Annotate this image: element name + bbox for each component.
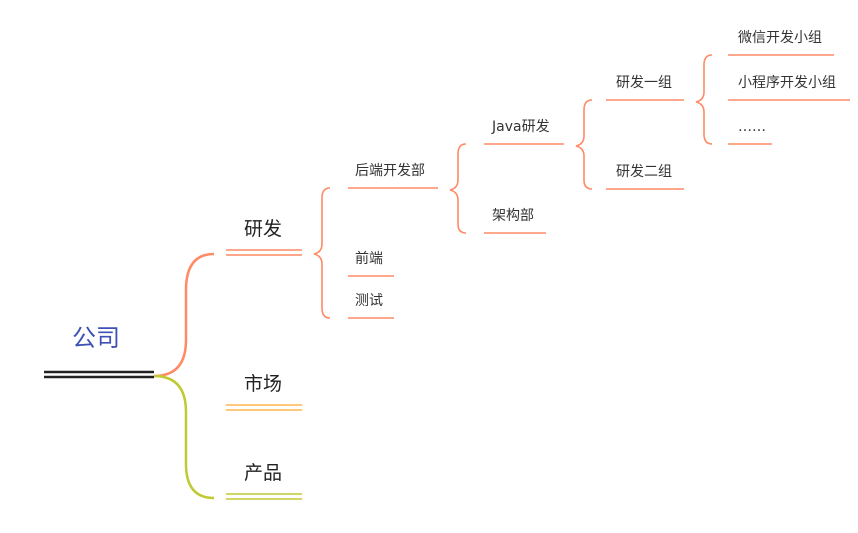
- product-underline: [226, 493, 302, 500]
- node-group1-label: 研发一组: [616, 75, 672, 91]
- branch-root-to-product: [153, 374, 215, 500]
- node-rd-label: 研发: [244, 218, 283, 240]
- node-miniprogram-label: 小程序开发小组: [738, 75, 836, 91]
- group1-children-bracket: [695, 54, 713, 145]
- node-wechat-label: 微信开发小组: [738, 30, 822, 46]
- market-underline: [226, 404, 302, 411]
- node-ellipsis-label: ……: [738, 119, 766, 135]
- root-node-label: 公司: [72, 324, 120, 352]
- node-frontend-label: 前端: [355, 251, 383, 267]
- node-backend-label: 后端开发部: [355, 163, 425, 179]
- node-market-label: 市场: [244, 373, 283, 395]
- rd-children-bracket: [313, 187, 331, 319]
- node-testing-label: 测试: [355, 293, 383, 309]
- node-java-label: Java研发: [492, 119, 550, 135]
- root-underline: [44, 370, 154, 379]
- branch-root-to-rd: [153, 252, 215, 378]
- node-product-label: 产品: [244, 462, 283, 484]
- rd-underline: [226, 249, 302, 256]
- node-architecture-label: 架构部: [492, 208, 534, 224]
- backend-children-bracket: [449, 143, 467, 234]
- java-children-bracket: [575, 99, 593, 190]
- node-group2-label: 研发二组: [616, 164, 672, 180]
